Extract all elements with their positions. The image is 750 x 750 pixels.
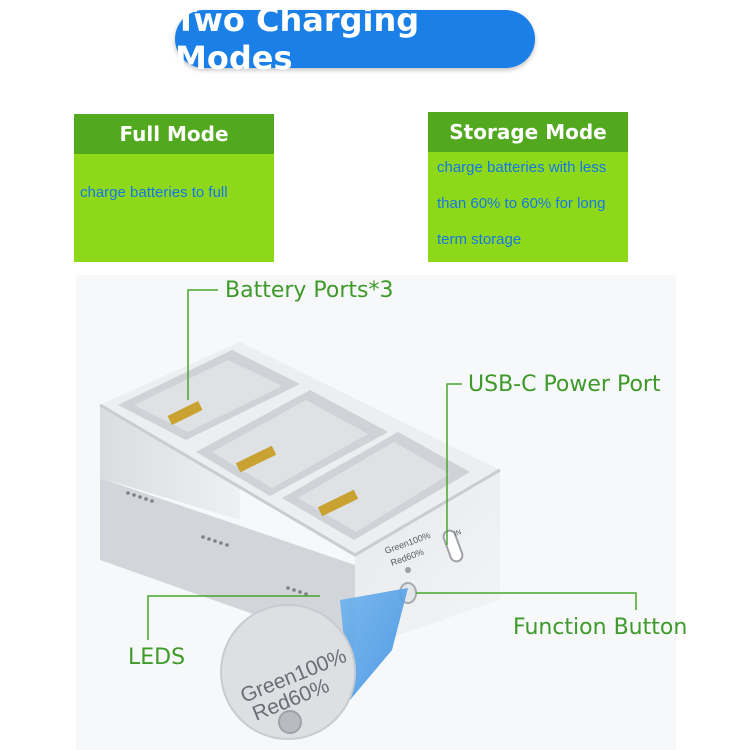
full-mode-description: charge batteries to full [80, 175, 228, 211]
vent-dots [126, 491, 308, 596]
leds-callout: LEDS [128, 645, 186, 670]
storage-mode-desc-line: than 60% to 60% for long [437, 195, 606, 212]
usb-port-leader [446, 383, 462, 545]
battery-contacts-2 [235, 445, 277, 473]
battery-contacts-1 [167, 401, 203, 425]
full-mode-title: Full Mode [74, 114, 274, 154]
charger-rim [99, 403, 501, 557]
storage-mode-title: Storage Mode [428, 112, 628, 152]
full-mode-desc-line: charge batteries to full [80, 184, 228, 201]
storage-mode-desc-line: term storage [437, 231, 522, 248]
battery-ports-leader [187, 289, 218, 400]
function-button-leader [416, 592, 637, 610]
storage-mode-description: charge batteries with less than 60% to 6… [437, 150, 627, 258]
battery-slot-3 [282, 432, 470, 540]
battery-ports-callout: Battery Ports*3 [225, 278, 394, 303]
device-text-port: IN [453, 529, 462, 538]
magnifier-lens-icon: Green100% Red60% [220, 604, 356, 740]
leds-leader [147, 595, 320, 640]
battery-slot-2 [196, 390, 388, 496]
full-mode-card: Full Mode charge batteries to full [74, 114, 274, 262]
led-indicator-icon [405, 567, 411, 573]
usb-port-callout: USB-C Power Port [468, 372, 661, 397]
storage-mode-card: Storage Mode charge batteries with less … [428, 112, 628, 262]
magnifier-beam [340, 588, 408, 700]
function-button-callout: Function Button [513, 615, 688, 640]
storage-mode-desc-line: charge batteries with less [437, 159, 607, 176]
battery-contacts-3 [317, 489, 359, 517]
battery-slot-1 [118, 350, 300, 440]
callout-lines [147, 289, 637, 640]
